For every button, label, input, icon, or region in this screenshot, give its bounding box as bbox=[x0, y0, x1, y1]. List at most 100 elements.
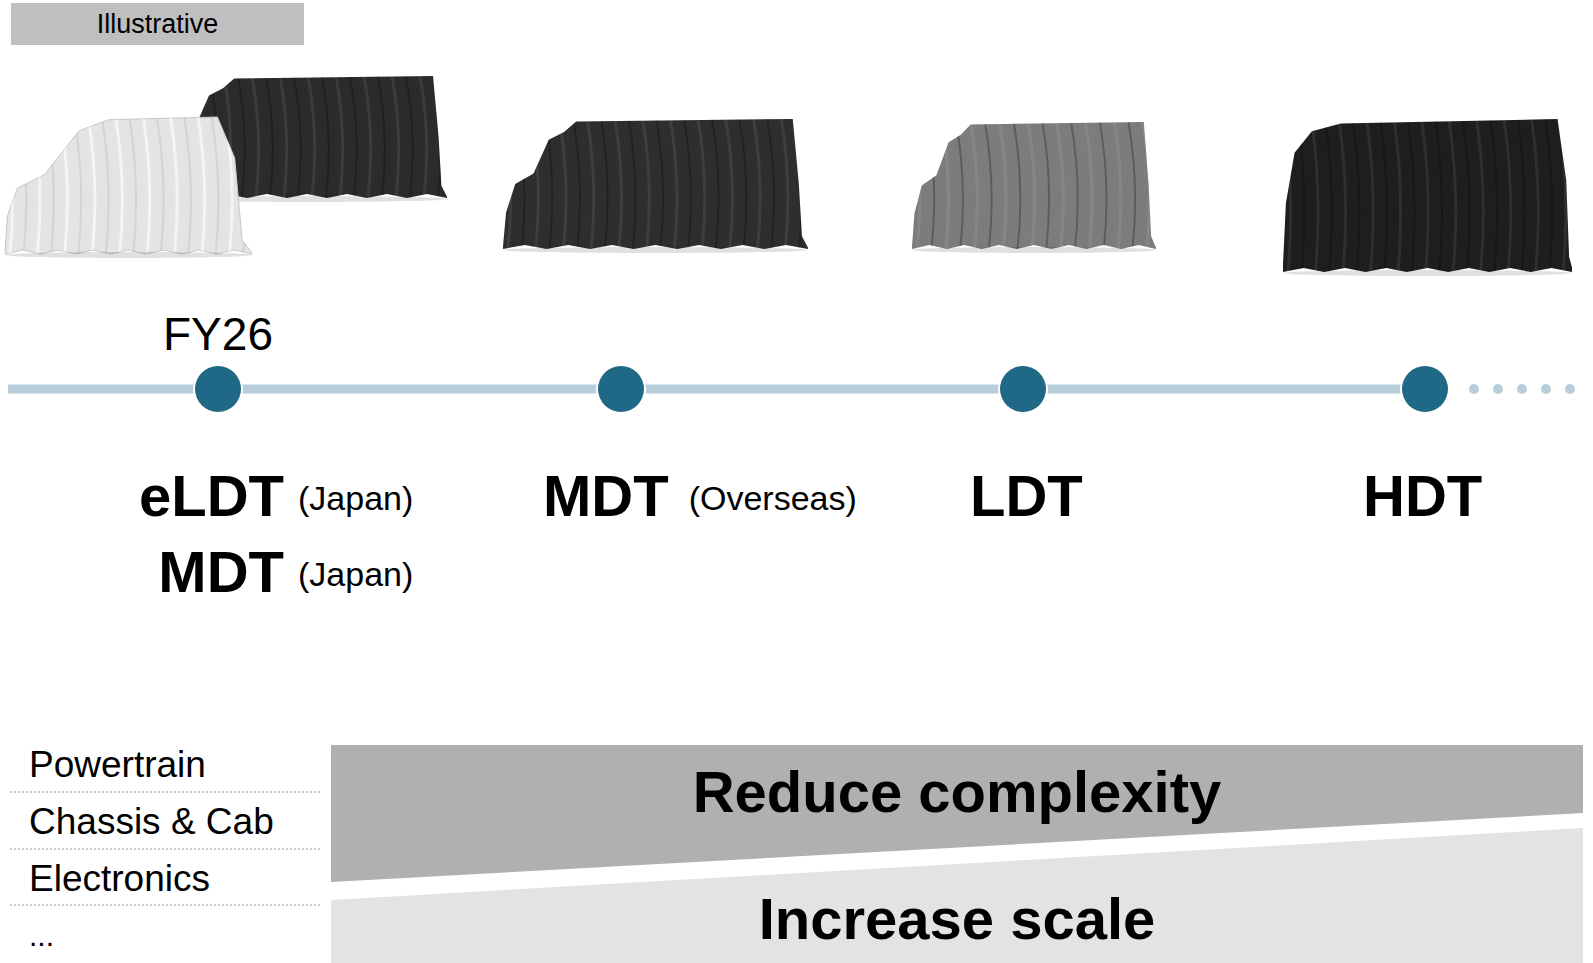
fold-line bbox=[1545, 119, 1552, 272]
fold-line bbox=[420, 76, 427, 198]
fold-line bbox=[157, 117, 164, 254]
fold-line bbox=[238, 76, 245, 198]
fold-line bbox=[1353, 119, 1360, 272]
band-fill bbox=[331, 828, 1583, 963]
fold-line bbox=[712, 119, 719, 249]
fold-line bbox=[239, 117, 246, 254]
fold-line bbox=[956, 122, 963, 249]
fold-line bbox=[532, 119, 539, 249]
segment-name: LDT bbox=[970, 467, 1083, 525]
drape-folds bbox=[1284, 119, 1566, 272]
band-text: Increase scale bbox=[759, 890, 1156, 948]
fold-line bbox=[406, 76, 413, 198]
fold-line bbox=[1042, 122, 1049, 249]
fold-line bbox=[795, 119, 802, 249]
fold-line bbox=[971, 122, 978, 249]
ground-shadow bbox=[5, 252, 252, 258]
fold-line bbox=[913, 122, 920, 249]
ground-shadow bbox=[1283, 270, 1572, 276]
fold-line bbox=[364, 76, 371, 198]
component-item: Powertrain bbox=[29, 746, 206, 783]
fold-line bbox=[767, 119, 774, 249]
fold-line bbox=[1128, 122, 1135, 249]
component-item: Chassis & Cab bbox=[29, 803, 274, 840]
drape-cover bbox=[1283, 119, 1572, 272]
fold-line bbox=[753, 119, 760, 249]
fold-line bbox=[1325, 119, 1332, 272]
fold-line bbox=[1504, 119, 1511, 272]
fold-line bbox=[1408, 119, 1415, 272]
fold-line bbox=[102, 117, 109, 254]
fold-line bbox=[225, 117, 232, 254]
band-text: Reduce complexity bbox=[693, 763, 1222, 821]
timeline-continuation-dot bbox=[1493, 384, 1503, 394]
list-separator bbox=[10, 848, 321, 849]
fold-line bbox=[1380, 119, 1387, 272]
fold-line bbox=[1100, 122, 1107, 249]
fold-line bbox=[684, 119, 691, 249]
fold-line bbox=[698, 119, 705, 249]
fold-line bbox=[336, 76, 343, 198]
fold-line bbox=[1143, 122, 1150, 249]
fold-line bbox=[1284, 119, 1291, 272]
fold-line bbox=[643, 119, 650, 249]
fold-line bbox=[1490, 119, 1497, 272]
list-separator bbox=[10, 791, 321, 792]
milestone-dot bbox=[1402, 366, 1448, 412]
fold-line bbox=[1114, 122, 1121, 249]
milestone-dot bbox=[598, 366, 644, 412]
fold-line bbox=[33, 117, 40, 254]
fold-line bbox=[1435, 119, 1442, 272]
fold-line bbox=[518, 119, 525, 249]
fold-line bbox=[670, 119, 677, 249]
drape-cover bbox=[503, 119, 808, 249]
region-note: (Japan) bbox=[298, 557, 413, 591]
tag-text: Illustrative bbox=[97, 11, 219, 38]
milestone-gap bbox=[596, 364, 646, 414]
fold-line bbox=[322, 76, 329, 198]
fold-line bbox=[740, 119, 747, 249]
fold-line bbox=[1366, 119, 1373, 272]
fold-line bbox=[184, 117, 191, 254]
ground-shadow bbox=[503, 247, 808, 253]
fold-line bbox=[308, 76, 315, 198]
fold-line bbox=[350, 76, 357, 198]
fold-line bbox=[143, 117, 150, 254]
fold-line bbox=[726, 119, 733, 249]
fold-line bbox=[129, 117, 136, 254]
fold-line bbox=[504, 119, 511, 249]
milestone-gap bbox=[1400, 364, 1450, 414]
fold-line bbox=[573, 119, 580, 249]
timeline-continuation-dot bbox=[1469, 384, 1479, 394]
fold-line bbox=[378, 76, 385, 198]
list-separator bbox=[10, 904, 321, 905]
milestone-gap bbox=[193, 364, 243, 414]
fold-line bbox=[20, 117, 27, 254]
fold-line bbox=[1028, 122, 1035, 249]
fold-line bbox=[781, 119, 788, 249]
fold-line bbox=[61, 117, 68, 254]
segment-name: MDT bbox=[158, 543, 284, 601]
illustrative-tag: Illustrative bbox=[11, 3, 304, 45]
fold-line bbox=[1339, 119, 1346, 272]
milestone-dot bbox=[195, 366, 241, 412]
drape-folds bbox=[913, 122, 1149, 249]
covered-vehicle bbox=[5, 117, 252, 258]
wedge-band: Increase scale bbox=[331, 828, 1583, 963]
fold-line bbox=[116, 117, 123, 254]
fold-line bbox=[1014, 122, 1021, 249]
fold-line bbox=[47, 117, 54, 254]
fold-line bbox=[266, 76, 273, 198]
drape-cover bbox=[912, 122, 1156, 249]
ground-shadow bbox=[912, 247, 1156, 253]
fold-line bbox=[1532, 119, 1539, 272]
fold-line bbox=[74, 117, 81, 254]
covered-vehicle bbox=[912, 122, 1156, 253]
covered-vehicle bbox=[503, 119, 808, 253]
fold-line bbox=[1449, 119, 1456, 272]
fold-line bbox=[985, 122, 992, 249]
fold-line bbox=[942, 122, 949, 249]
milestone-gap bbox=[998, 364, 1048, 414]
covered-vehicle bbox=[1283, 119, 1572, 276]
fold-line bbox=[198, 117, 205, 254]
